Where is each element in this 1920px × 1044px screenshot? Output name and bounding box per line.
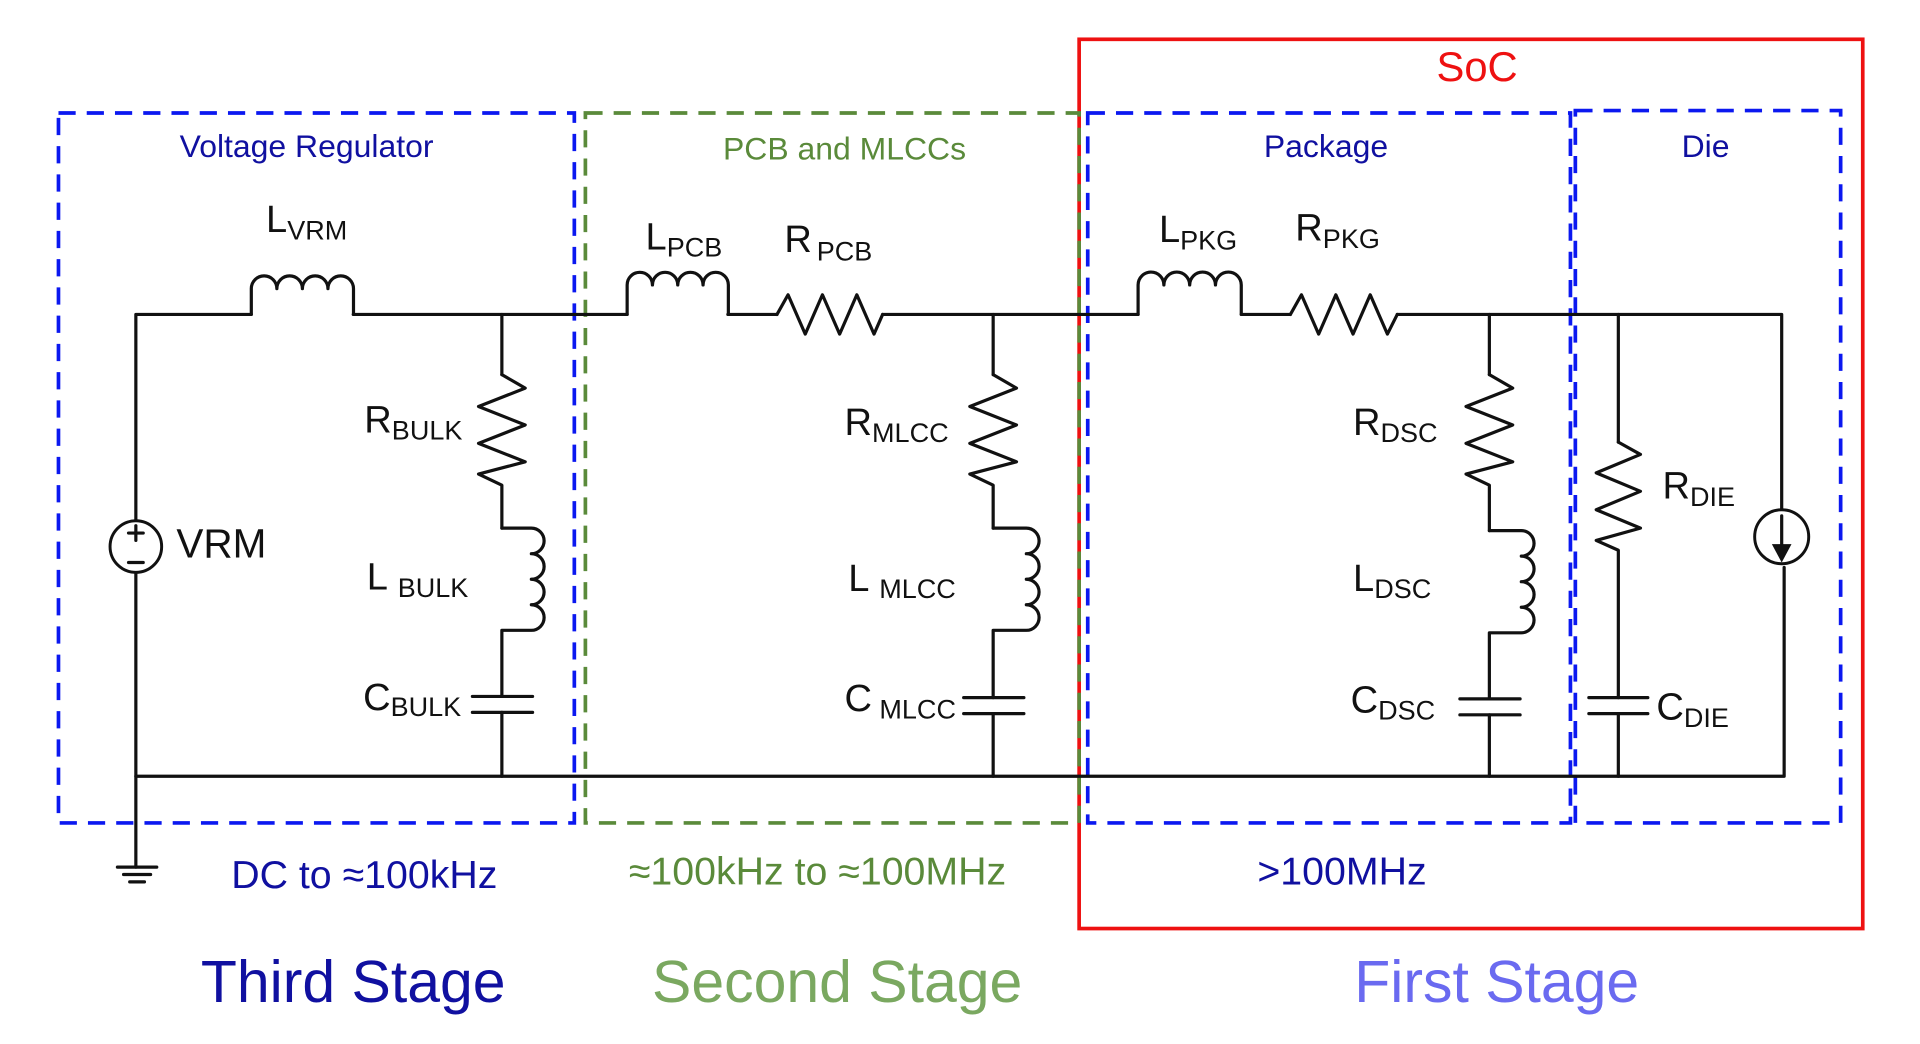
voltage-regulator-label: Voltage Regulator <box>180 128 434 164</box>
c-bulk-label: CBULK <box>363 677 461 722</box>
resistor-r-dsc-icon <box>1464 373 1515 533</box>
pcb-mlcc-box <box>583 111 1081 825</box>
inductor-l-bulk-icon <box>500 526 546 699</box>
package-box <box>1085 111 1573 825</box>
inductor-l-vrm-icon <box>249 274 356 317</box>
inductor-l-dsc-icon <box>1487 529 1536 701</box>
capacitor-c-die-icon <box>1587 696 1650 716</box>
capacitor-c-dsc-icon <box>1458 697 1522 717</box>
inductor-l-pkg-icon <box>1136 270 1243 317</box>
l-pcb-label: LPCB <box>646 216 723 262</box>
resistor-r-pkg-icon <box>1288 293 1399 336</box>
stage-title-second: Second Stage <box>652 950 1022 1015</box>
l-vrm-label: LVRM <box>266 199 347 245</box>
freq-range-second: ≈100kHz to ≈100MHz <box>629 849 1006 893</box>
voltage-source-icon <box>108 519 164 574</box>
freq-range-first: >100MHz <box>1257 849 1426 893</box>
r-bulk-label: RBULK <box>364 399 462 445</box>
resistor-r-bulk-icon <box>476 373 527 530</box>
pcb-mlcc-label: PCB and MLCCs <box>723 131 966 167</box>
stage-title-third: Third Stage <box>201 950 506 1015</box>
die-label: Die <box>1682 128 1730 164</box>
soc-box <box>1077 37 1865 931</box>
stage-title-first: First Stage <box>1354 950 1639 1015</box>
r-dsc-label: RDSC <box>1353 402 1438 448</box>
vrm-label: VRM <box>176 521 266 567</box>
die-box <box>1573 108 1843 825</box>
capacitor-c-bulk-icon <box>470 694 535 714</box>
r-pkg-label: RPKG <box>1295 208 1380 254</box>
freq-range-third: DC to ≈100kHz <box>231 853 497 897</box>
top-rail-wire <box>134 312 1784 530</box>
ground-icon <box>115 865 159 884</box>
c-die-label: CDIE <box>1656 687 1729 733</box>
inductor-l-pcb-icon <box>625 270 730 317</box>
inductor-l-mlcc-icon <box>991 526 1041 700</box>
c-dsc-label: CDSC <box>1351 679 1436 725</box>
voltage-regulator-box <box>56 111 577 825</box>
ground-rail-wire <box>134 565 1786 778</box>
l-pkg-label: LPKG <box>1159 209 1237 255</box>
l-dsc-label: LDSC <box>1353 558 1431 604</box>
current-source-icon <box>1753 508 1811 566</box>
resistor-r-mlcc-icon <box>968 373 1019 530</box>
r-die-label: RDIE <box>1663 466 1736 512</box>
r-mlcc-label: RMLCC <box>845 402 949 448</box>
resistor-r-pcb-icon <box>775 293 885 336</box>
soc-label: SoC <box>1436 43 1517 90</box>
package-label: Package <box>1264 128 1388 164</box>
resistor-r-die-icon <box>1594 440 1643 700</box>
capacitor-c-mlcc-icon <box>962 696 1026 716</box>
